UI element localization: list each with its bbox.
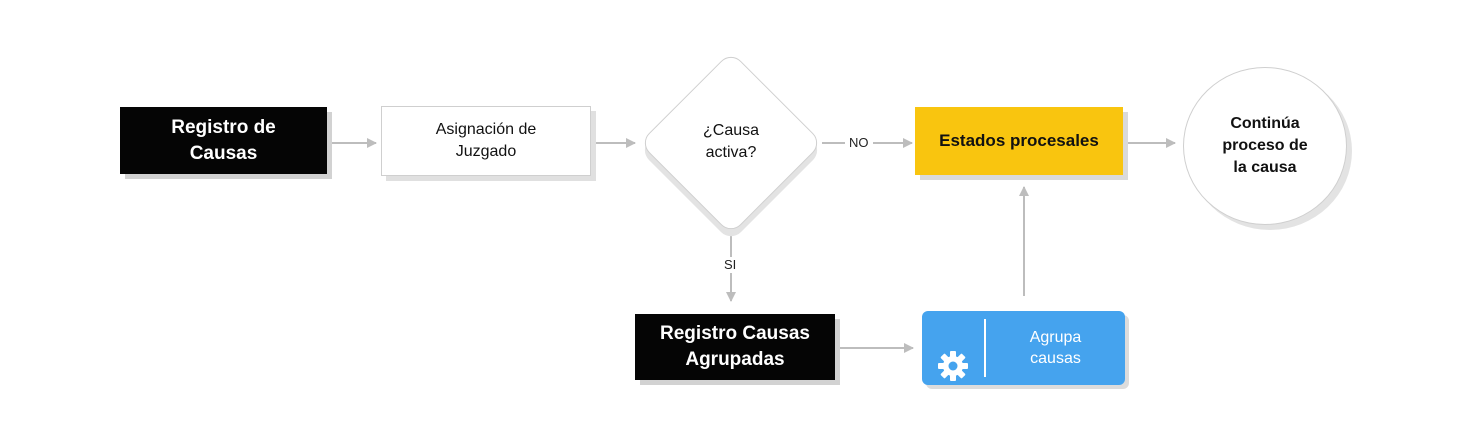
node-registro-agrupadas: Registro Causas Agrupadas: [635, 314, 835, 380]
node-registro-causas-label: Registro de Causas: [171, 116, 276, 164]
node-estados-procesales: Estados procesales: [915, 107, 1123, 175]
node-continua-proceso-label: Continúa proceso de la causa: [1222, 115, 1308, 176]
node-causa-activa-label: ¿Causa activa?: [702, 122, 760, 161]
node-estados-procesales-label: Estados procesales: [939, 131, 1099, 150]
node-continua-proceso: Continúa proceso de la causa: [1183, 67, 1347, 225]
gear-icon: [937, 332, 969, 381]
node-registro-agrupadas-label: Registro Causas Agrupadas: [660, 323, 810, 370]
agrupa-divider: [984, 319, 986, 377]
edge-label-si: SI: [720, 257, 741, 273]
node-asignacion-juzgado: Asignación de Juzgado: [381, 106, 591, 176]
node-registro-causas: Registro de Causas: [120, 107, 327, 174]
node-agrupa-causas: Agrupa causas: [922, 311, 1125, 385]
node-agrupa-causas-label: Agrupa causas: [1029, 329, 1082, 367]
edge-label-no: NO: [845, 135, 873, 151]
node-asignacion-juzgado-label: Asignación de Juzgado: [435, 121, 537, 160]
